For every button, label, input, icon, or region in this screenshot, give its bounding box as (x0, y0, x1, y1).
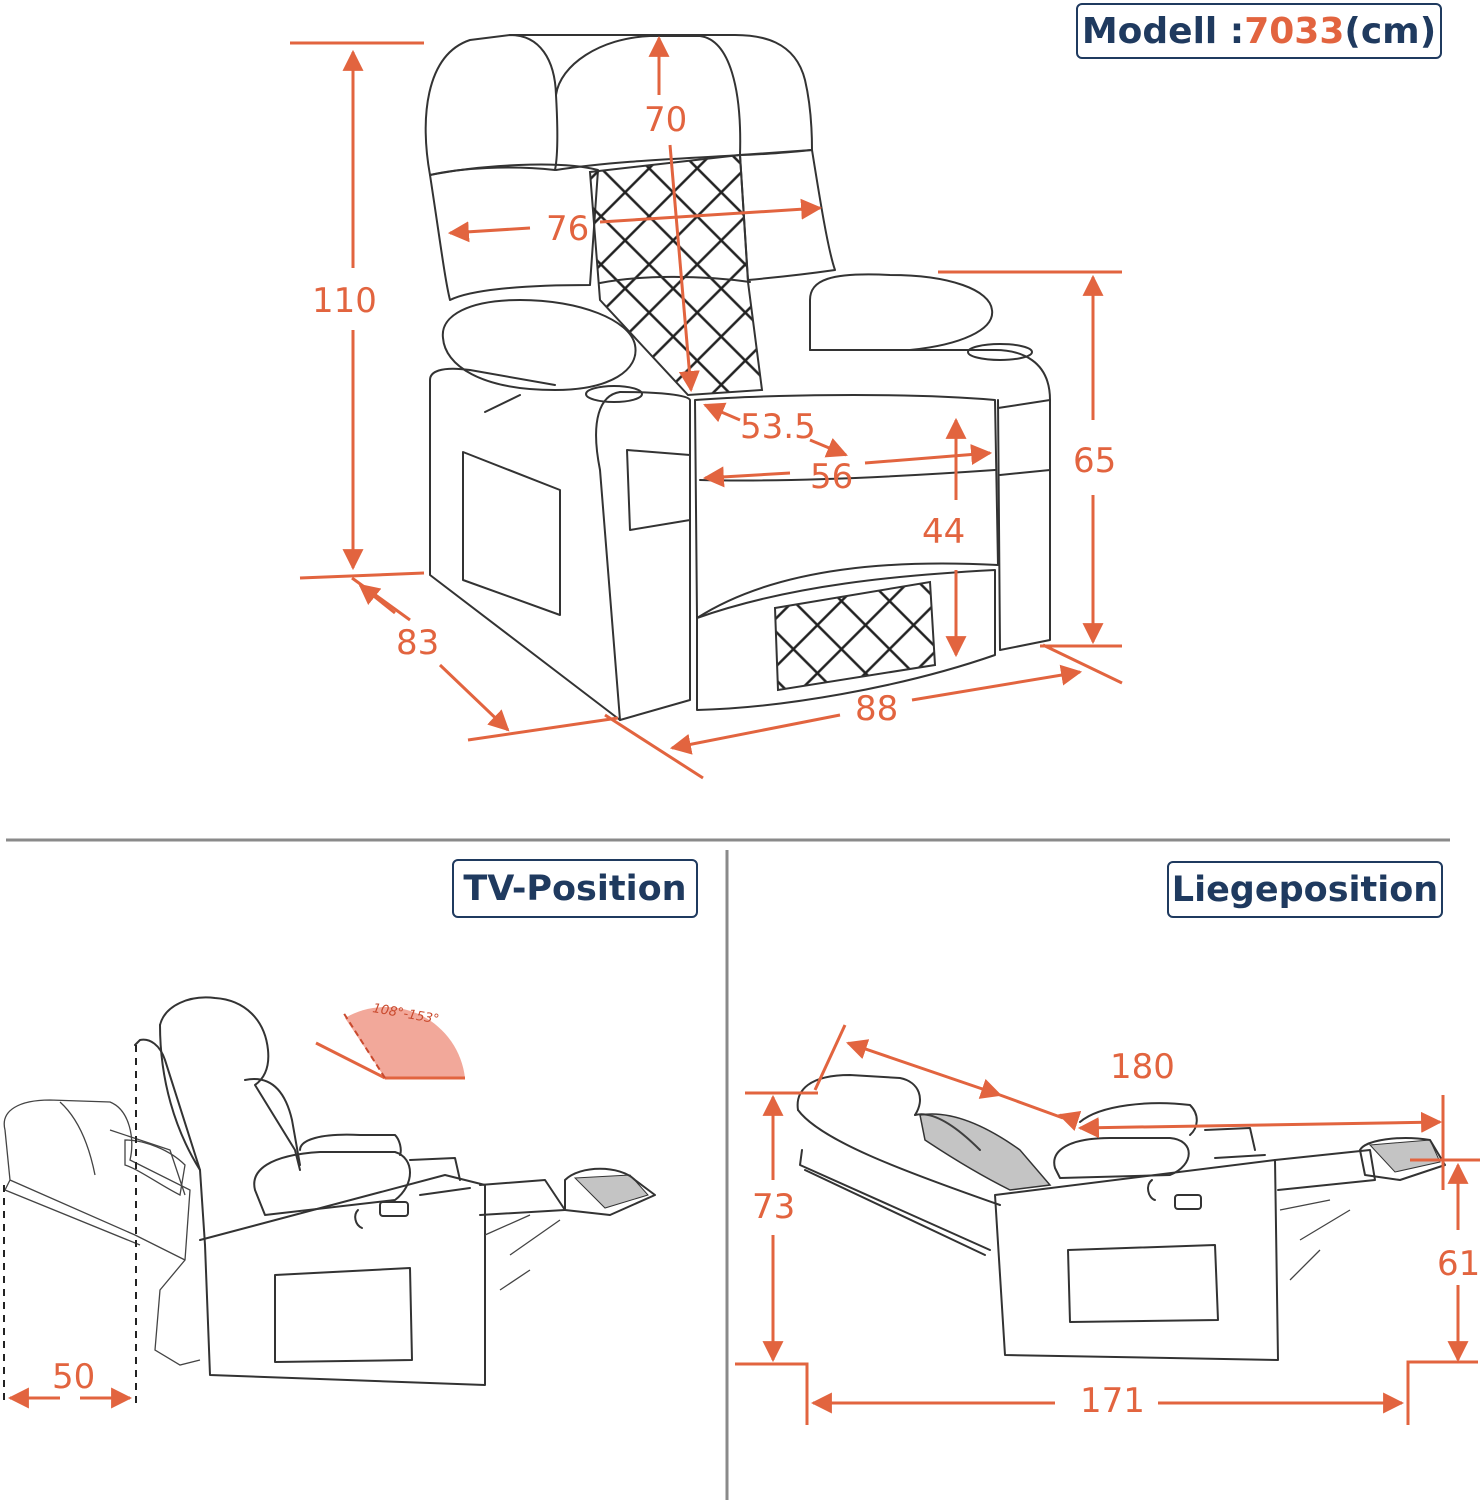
tv-position-title: TV-Position (463, 868, 687, 909)
model-number: 7033 (1244, 10, 1345, 52)
back-width-label: 76 (546, 209, 589, 249)
recliner-tv-illustration (3, 996, 656, 1386)
model-label: Modell : (1081, 10, 1245, 52)
seat-height-label: 44 (922, 512, 965, 552)
model-unit: (cm) (1344, 10, 1437, 52)
front-dimension-lines (290, 35, 1123, 780)
recliner-lying-illustration (796, 1074, 1446, 1361)
seat-depth-label: 53.5 (740, 407, 816, 447)
lying-back-height-label: 73 (752, 1187, 795, 1227)
liege-dimension-lines (735, 1024, 1480, 1425)
seat-width-label: 56 (810, 457, 853, 497)
depth-label: 83 (396, 623, 439, 663)
model-badge: Modell : 7033(cm) (1076, 3, 1442, 59)
wall-clearance-label: 50 (52, 1357, 95, 1397)
liegeposition-title: Liegeposition (1171, 869, 1439, 910)
liegeposition-badge: Liegeposition (1167, 861, 1443, 918)
width-label: 88 (855, 689, 898, 729)
height-total-label: 110 (312, 281, 377, 321)
lying-length-diagonal-label: 180 (1110, 1047, 1175, 1087)
lying-floor-length-label: 171 (1080, 1381, 1145, 1421)
recline-angle-indicator (315, 1006, 465, 1080)
tv-position-badge: TV-Position (452, 859, 698, 918)
lying-foot-height-label: 61 (1437, 1244, 1480, 1284)
headrest-height-label: 70 (644, 100, 687, 140)
arm-height-label: 65 (1073, 441, 1116, 481)
